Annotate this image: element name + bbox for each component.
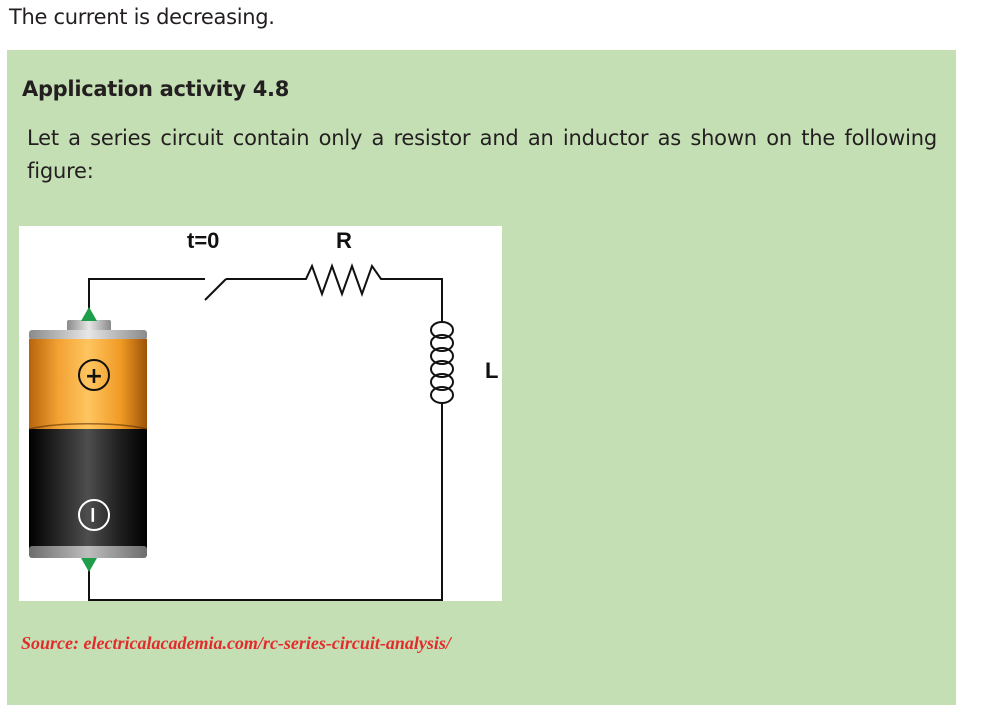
circuit-wires	[88, 278, 443, 601]
battery-positive-symbol: +	[85, 364, 103, 389]
source-citation: Source: electricalacademia.com/rc-series…	[21, 633, 451, 653]
battery-negative-symbol: −	[80, 506, 105, 524]
circuit-figure: t=0 R L	[19, 226, 502, 601]
activity-text: Let a series circuit contain only a resi…	[27, 126, 937, 183]
circuit-diagram: t=0 R L	[28, 228, 498, 601]
resistor-label: R	[336, 228, 352, 253]
inductor-icon	[430, 313, 454, 416]
intro-text: The current is decreasing.	[9, 5, 275, 29]
switch-icon	[204, 278, 227, 301]
wire-resistor-to-inductor	[394, 278, 443, 313]
application-activity-box: Application activity 4.8 Let a series ci…	[7, 50, 956, 705]
wire-top-left	[88, 278, 205, 314]
positive-terminal-marker	[81, 307, 97, 321]
wire-inductor-down	[88, 416, 443, 601]
negative-terminal-marker	[81, 558, 97, 572]
activity-title: Application activity 4.8	[22, 77, 290, 101]
battery-icon	[28, 320, 148, 558]
resistor-icon	[297, 263, 394, 297]
inductor-label: L	[485, 358, 498, 383]
switch-label: t=0	[187, 228, 219, 253]
